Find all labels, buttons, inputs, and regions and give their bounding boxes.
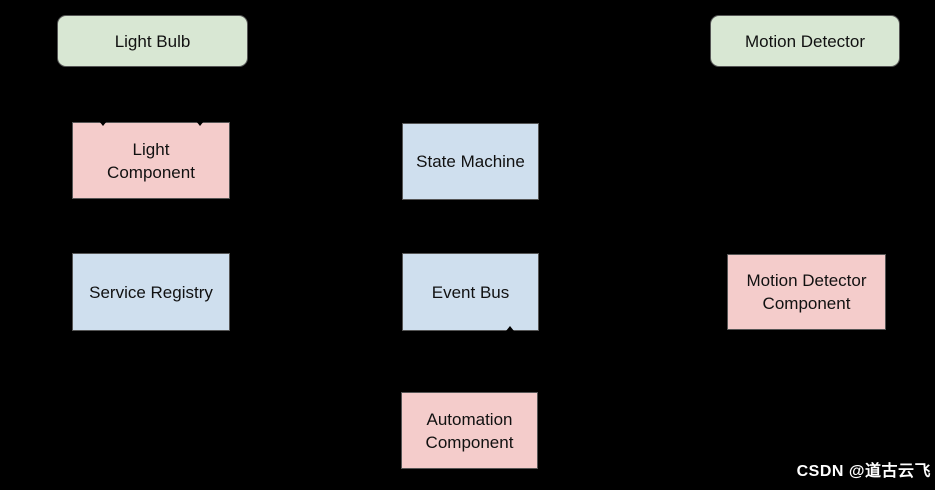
node-automation-component: Automation Component: [401, 392, 538, 469]
watermark: CSDN @道古云飞: [796, 463, 931, 480]
node-light-component-label: Light Component: [107, 139, 195, 182]
node-motion-detector: Motion Detector: [710, 15, 900, 67]
node-light-bulb-label: Light Bulb: [114, 31, 191, 51]
node-service-registry-label: Service Registry: [89, 282, 213, 302]
arrowhead-icon: [196, 121, 204, 126]
node-motion-detector-label: Motion Detector: [745, 31, 865, 51]
node-light-component: Light Component: [72, 122, 230, 199]
node-motion-detector-component-label: Motion Detector Component: [746, 271, 867, 313]
node-light-bulb: Light Bulb: [57, 15, 248, 67]
node-motion-detector-component: Motion Detector Component: [727, 254, 886, 330]
node-event-bus-label: Event Bus: [431, 282, 510, 302]
node-automation-component-label: Automation Component: [425, 409, 514, 452]
arrowhead-icon: [99, 121, 107, 126]
arrowhead-icon: [506, 326, 514, 331]
node-service-registry: Service Registry: [72, 253, 230, 331]
node-state-machine: State Machine: [402, 123, 539, 200]
node-event-bus: Event Bus: [402, 253, 539, 331]
node-state-machine-label: State Machine: [416, 152, 525, 171]
